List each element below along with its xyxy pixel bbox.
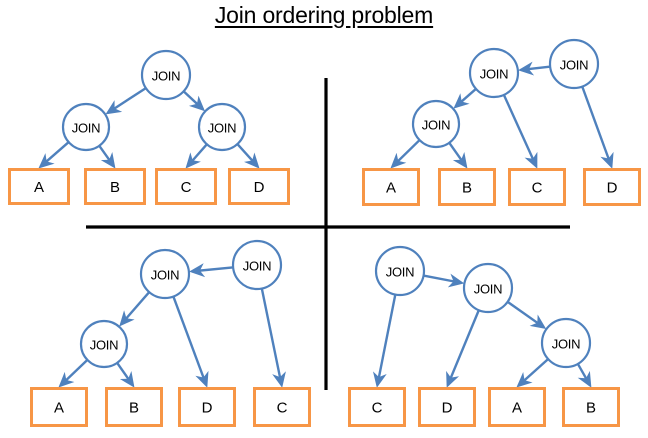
join-node[interactable]: JOIN	[139, 248, 191, 300]
relation-box-a[interactable]: A	[488, 387, 546, 427]
join-node[interactable]: JOIN	[540, 317, 592, 369]
join-node-label: JOIN	[474, 282, 502, 297]
tree-edge	[172, 296, 209, 388]
join-node-label: JOIN	[560, 58, 588, 73]
tree-edge	[236, 143, 260, 169]
join-node[interactable]: JOIN	[61, 102, 111, 152]
tree-edge	[507, 301, 547, 330]
relation-box-d[interactable]: D	[228, 168, 290, 205]
relation-box-b[interactable]: B	[105, 387, 163, 427]
relation-label: B	[110, 179, 120, 196]
tree-edge	[577, 363, 592, 388]
relation-label: A	[512, 400, 522, 417]
tree-edge	[260, 288, 286, 388]
dividers-layer	[86, 78, 570, 390]
relation-label: A	[34, 179, 44, 196]
join-node[interactable]: JOIN	[140, 49, 192, 101]
nodes-layer: A B C D JOIN JOIN JOIN A B C D JOIN JOIN JOIN A B D C JOIN…	[8, 38, 641, 427]
relation-box-c[interactable]: C	[155, 168, 217, 205]
relation-label: A	[54, 400, 64, 417]
relation-box-d[interactable]: D	[583, 168, 641, 206]
tree-edge	[390, 139, 421, 169]
tree-edge	[453, 88, 477, 109]
relation-label: D	[442, 400, 453, 417]
tree-edge	[448, 142, 468, 169]
tree-edge	[105, 87, 147, 115]
relation-label: B	[586, 400, 596, 417]
relation-box-a[interactable]: A	[8, 168, 70, 205]
relation-label: D	[254, 179, 265, 196]
join-node[interactable]: JOIN	[197, 102, 247, 152]
tree-edge	[119, 291, 150, 327]
tree-edge	[581, 86, 614, 169]
tree-edge	[183, 90, 205, 112]
join-node-label: JOIN	[90, 338, 118, 353]
relation-box-d[interactable]: D	[418, 387, 476, 427]
relation-box-a[interactable]: A	[362, 168, 420, 206]
relation-label: B	[129, 400, 139, 417]
join-node[interactable]: JOIN	[79, 319, 129, 369]
relation-box-a[interactable]: A	[30, 387, 88, 427]
tree-edge	[372, 294, 397, 388]
relation-box-c[interactable]: C	[508, 168, 566, 206]
relation-box-c[interactable]: C	[253, 387, 311, 427]
join-node[interactable]: JOIN	[374, 245, 426, 297]
join-node[interactable]: JOIN	[411, 99, 461, 149]
join-node[interactable]: JOIN	[468, 47, 520, 99]
join-node[interactable]: JOIN	[231, 239, 283, 291]
page-title: Join ordering problem	[214, 2, 434, 28]
join-node-label: JOIN	[480, 67, 508, 82]
join-node-label: JOIN	[152, 69, 180, 84]
join-node-label: JOIN	[422, 118, 450, 133]
relation-label: B	[462, 180, 472, 197]
tree-edge	[189, 263, 233, 278]
relation-label: D	[607, 180, 618, 197]
tree-edge	[503, 94, 538, 169]
tree-edge	[38, 141, 70, 169]
relation-box-b[interactable]: B	[84, 168, 146, 205]
join-node-label: JOIN	[386, 265, 414, 280]
relation-label: C	[372, 400, 383, 417]
relation-label: A	[386, 180, 396, 197]
relation-label: C	[181, 179, 192, 196]
join-node-label: JOIN	[72, 121, 100, 136]
tree-edge	[446, 310, 480, 388]
relation-label: D	[202, 400, 213, 417]
join-node-label: JOIN	[208, 121, 236, 136]
relation-label: C	[277, 400, 288, 417]
relation-box-b[interactable]: B	[438, 168, 496, 206]
tree-edge	[516, 358, 549, 388]
tree-edge	[518, 61, 550, 76]
relation-box-c[interactable]: C	[348, 387, 406, 427]
join-node[interactable]: JOIN	[462, 262, 514, 314]
relation-label: C	[532, 180, 543, 197]
join-node-label: JOIN	[552, 337, 580, 352]
tree-edge	[423, 273, 465, 288]
join-node-label: JOIN	[243, 259, 271, 274]
relation-box-d[interactable]: D	[178, 387, 236, 427]
join-node-label: JOIN	[151, 268, 179, 283]
tree-edge	[185, 143, 208, 169]
tree-edge	[98, 145, 116, 169]
edges-layer	[38, 61, 614, 388]
tree-edge	[116, 362, 135, 388]
tree-edge	[58, 359, 88, 388]
relation-box-b[interactable]: B	[562, 387, 620, 427]
join-node[interactable]: JOIN	[548, 38, 600, 90]
